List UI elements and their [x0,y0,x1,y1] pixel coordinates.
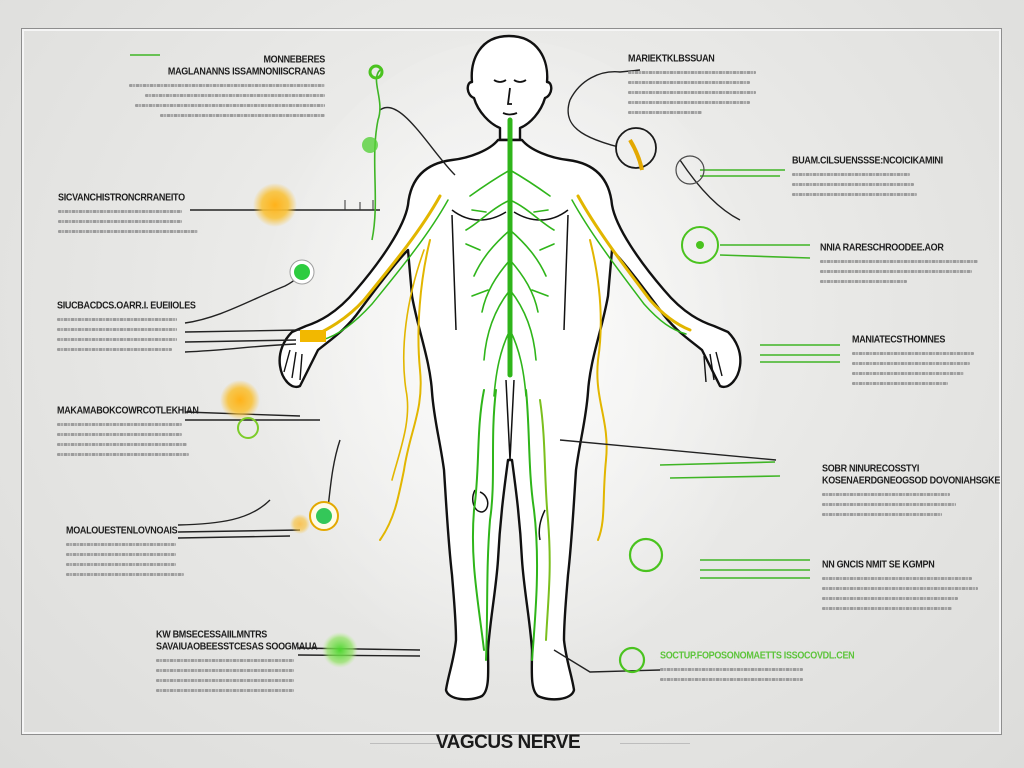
face [493,79,527,116]
wrist-band [300,330,326,342]
label-left-5: MOALOUESTENLOVNOAIS [66,524,184,576]
label-subheading: MONNEBERES [263,53,325,65]
label-left-4: MAKAMABOKCOWRCOTLEKHIAN [57,404,199,456]
nerve-trunk-green [465,117,555,661]
label-heading: MAKAMABOKCOWRCOTLEKHIAN [57,404,199,416]
label-right-2: BUAM.CILSUENSSSE:NCOICIKAMINI [792,154,952,196]
label-left-3: SIUCBACDCS.OARR.I. EUEIIOLES [57,299,196,351]
orange-glow-node [220,380,260,420]
label-heading: SOCTUP.FOPOSONOMAETTS ISSOCOVDL.CEN [660,649,855,661]
label-subheading: SAVAIUAOBEESSTCESAS SOOGMAUA [156,640,318,652]
label-right-5: SOBR NINURECOSSTYI KOSENAERDGNEOGSOD DOV… [822,462,1001,516]
label-left-1: MONNEBERES MAGLANANNS ISSAMNONIISCRANAS [125,53,325,117]
label-right-7: SOCTUP.FOPOSONOMAETTS ISSOCOVDL.CEN [660,649,855,681]
label-subheading: KOSENAERDGNEOGSOD DOVONIAHSGKE [822,474,1001,486]
label-left-2: SICVANCHISTRONCRRANEITO [58,191,198,233]
label-heading: MARIEKTKLBSSUAN [628,52,715,64]
orange-glow-node [253,183,297,227]
label-heading: SIUCBACDCS.OARR.I. EUEIIOLES [57,299,196,311]
label-right-6: NN GNCIS NMIT SE KGMPN [822,558,978,610]
label-heading: NNIA RARESCHROODEE.AOR [820,241,944,253]
diagram-title: VAGCUS NERVE [435,732,581,753]
label-heading: MOALOUESTENLOVNOAIS [66,524,178,536]
label-right-4: MANIATECSTHOMNES [852,333,982,385]
label-heading: MANIATECSTHOMNES [852,333,946,345]
diagram-frame [21,28,1002,735]
label-right-1: MARIEKTKLBSSUAN [628,52,768,114]
label-heading: NN GNCIS NMIT SE KGMPN [822,558,935,570]
label-heading: KW BMSECESSAIILMNTRS [156,628,268,640]
title-rule-left [370,743,440,744]
label-right-3: NNIA RARESCHROODEE.AOR [820,241,980,283]
title-rule-right [620,743,690,744]
label-heading: BUAM.CILSUENSSSE:NCOICIKAMINI [792,154,943,166]
label-heading: SICVANCHISTRONCRRANEITO [58,191,185,203]
nerve-node-markers [220,64,719,674]
label-heading: MAGLANANNS ISSAMNONIISCRANAS [167,65,325,77]
nerve-arms-yellow [312,194,692,541]
label-left-6: KW BMSECESSAIILMNTRS SAVAIUAOBEESSTCESAS… [156,628,318,692]
label-heading: SOBR NINURECOSSTYI [822,462,920,474]
